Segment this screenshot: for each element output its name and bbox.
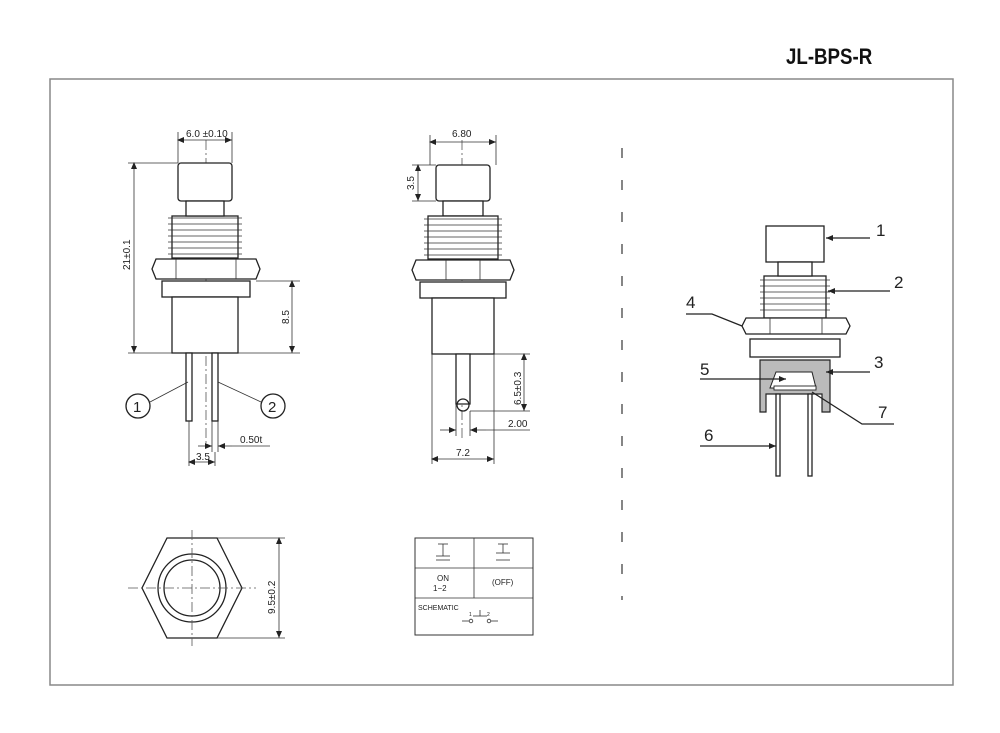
callout-4: 4 (686, 293, 695, 312)
hex-dim: 9.5±0.2 (267, 580, 278, 614)
side-dim-pin-length: 6.5±0.3 (513, 371, 524, 405)
side-dim-total-width: 7.2 (456, 448, 470, 459)
switch-off-symbol (496, 543, 510, 561)
callout-2: 2 (894, 273, 903, 292)
state-off-label: (OFF) (492, 578, 514, 587)
side-dim-cap: 3.5 (406, 176, 417, 190)
callout-7: 7 (878, 403, 887, 422)
switch-on-symbol (436, 543, 450, 561)
pin2-label: 2 (268, 399, 276, 416)
side-dim-top: 6.80 (452, 129, 472, 140)
front-view: 6.0 ±0.10 21±0.1 8.5 1 2 0.50t 3.5 (122, 129, 300, 466)
callout-5: 5 (700, 360, 709, 379)
front-dim-height: 21±0.1 (122, 239, 133, 270)
schematic-label: SCHEMATIC (418, 605, 459, 612)
callout-1: 1 (876, 221, 885, 240)
schematic-table: ON 1−2 (OFF) SCHEMATIC 1 2 (414, 537, 534, 636)
state-on-pins: 1−2 (433, 584, 447, 593)
front-dim-body: 8.5 (281, 310, 292, 324)
callout-3: 3 (874, 353, 883, 372)
side-dim-pin-width: 2.00 (508, 419, 528, 430)
drawing-frame (49, 78, 954, 686)
front-dim-pin-spacing: 3.5 (196, 452, 210, 463)
exploded-view: 1 2 3 4 5 6 7 (686, 221, 903, 477)
side-view: 6.80 3.5 6.5±0.3 2.00 7.2 (406, 129, 530, 464)
schematic-pin-a: 1 (469, 612, 472, 618)
callout-6: 6 (704, 426, 713, 445)
pin1-callout-circle (125, 393, 151, 419)
pin1-label: 1 (133, 399, 141, 416)
front-dim-pin-thickness: 0.50t (240, 435, 262, 446)
drawing-title: JL-BPS-R (786, 44, 873, 69)
front-dim-top: 6.0 ±0.10 (186, 129, 228, 140)
pin2-callout-circle (260, 393, 286, 419)
schematic-pin-b: 2 (487, 612, 490, 618)
schematic-symbol (462, 610, 498, 624)
hex-view: 9.5±0.2 (128, 530, 285, 646)
state-on-label: ON (437, 574, 449, 583)
